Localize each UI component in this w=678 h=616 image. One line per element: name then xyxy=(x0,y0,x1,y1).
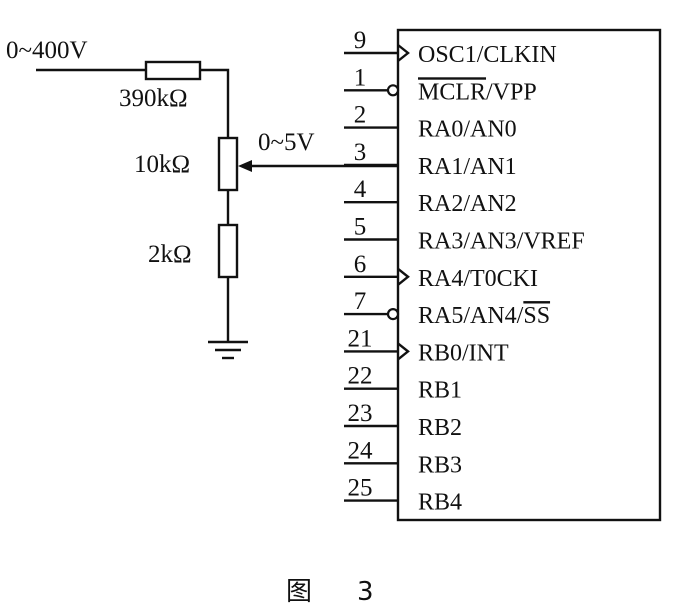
pin-number: 21 xyxy=(348,325,373,352)
pin-number: 3 xyxy=(354,139,367,166)
resistor-390k xyxy=(144,60,202,81)
wiper-arrow-icon xyxy=(238,160,252,172)
pin-name: RB4 xyxy=(418,490,462,516)
pin-name: RB2 xyxy=(418,415,462,441)
pin-name: RA1/AN1 xyxy=(418,154,517,180)
potentiometer-10k-label: 10kΩ xyxy=(134,151,190,178)
pin-number: 22 xyxy=(348,363,373,390)
pin-name: RB1 xyxy=(418,378,462,404)
pin-number: 23 xyxy=(348,400,373,427)
pin-number: 4 xyxy=(354,176,367,203)
pin-list: 9OSC1/CLKIN1MCLR/VPP2RA0/AN03RA1/AN14RA2… xyxy=(344,27,585,516)
caption-label: 图 xyxy=(286,577,312,607)
clock-input-marker-icon xyxy=(397,267,410,286)
pin-name: RB3 xyxy=(418,452,462,478)
potentiometer-10k xyxy=(217,136,239,192)
pin-number: 7 xyxy=(354,288,367,315)
inverted-input-bubble-icon xyxy=(386,308,400,321)
pin-name: RA3/AN3/VREF xyxy=(418,229,585,255)
pin-number: 24 xyxy=(348,437,374,464)
microcontroller-body xyxy=(396,28,662,522)
pin-number: 6 xyxy=(354,251,367,278)
pin-name-overline: MCLR xyxy=(418,79,486,105)
caption-number: 3 xyxy=(357,577,374,607)
resistor-390k-label: 390kΩ xyxy=(119,85,188,112)
pin-name: RB0/INT xyxy=(418,340,509,366)
pin-name-overline: SS xyxy=(523,303,550,329)
pin-name: RA2/AN2 xyxy=(418,191,517,217)
pin-name: MCLR/VPP xyxy=(418,79,537,105)
pin-number: 1 xyxy=(354,64,367,91)
resistor-2k-label: 2kΩ xyxy=(148,241,192,268)
pin-name: RA0/AN0 xyxy=(418,117,517,143)
pin-number: 5 xyxy=(354,214,367,241)
r1-to-pot-wire xyxy=(200,68,230,138)
wiper-voltage-label: 0~5V xyxy=(258,129,315,156)
clock-input-marker-icon xyxy=(397,342,410,361)
resistor-2k xyxy=(217,223,239,279)
inverted-input-bubble-icon xyxy=(386,84,400,97)
pin-number: 25 xyxy=(348,475,373,502)
pin-name: RA4/T0CKI xyxy=(418,266,538,292)
pin-name: RA5/AN4/SS xyxy=(418,303,550,329)
input-voltage-label: 0~400V xyxy=(6,37,88,64)
pin-number: 2 xyxy=(354,102,367,129)
ground-icon xyxy=(208,340,248,360)
clock-input-marker-icon xyxy=(397,44,410,62)
pin-number: 9 xyxy=(354,27,367,54)
pin-name: OSC1/CLKIN xyxy=(418,42,557,68)
